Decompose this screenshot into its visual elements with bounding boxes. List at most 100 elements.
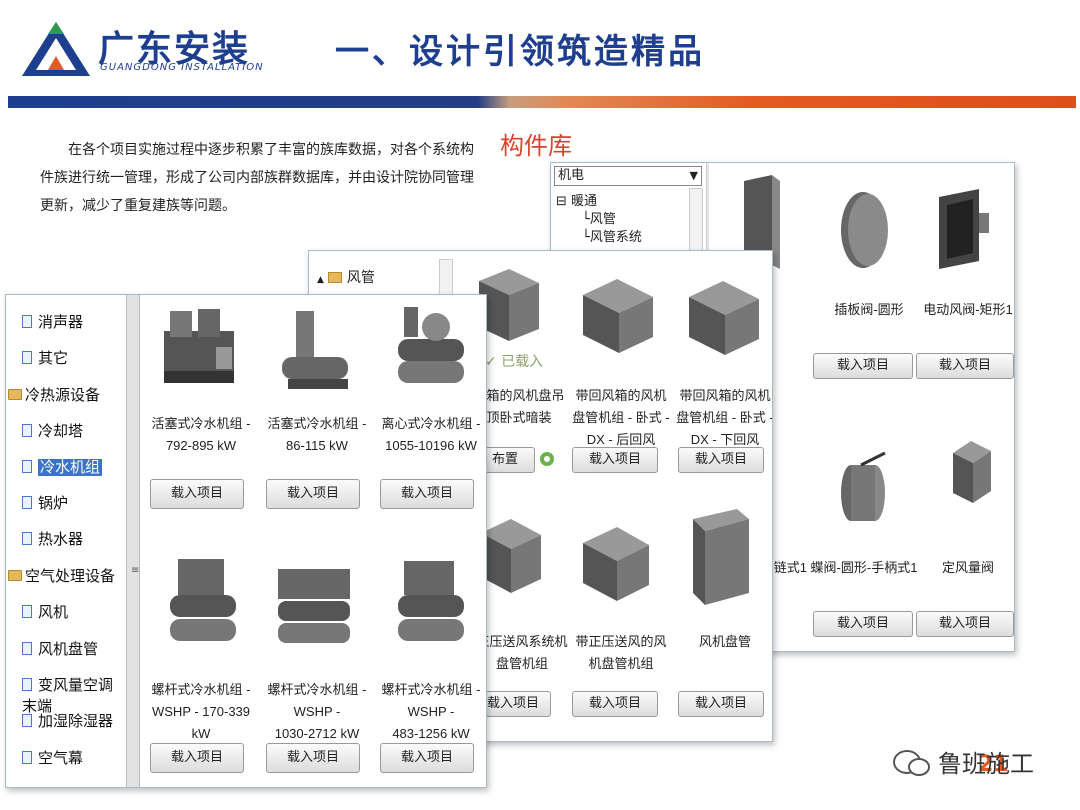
family-library-window-front: 消声器 其它 冷热源设备 冷却塔 冷水机组 锅炉 热水器 空气处理设备 风机 风… xyxy=(5,294,487,788)
family-file-icon xyxy=(22,751,32,764)
page-number: 21 xyxy=(978,752,1009,777)
list-item[interactable]: 消声器 xyxy=(22,311,83,332)
list-item[interactable]: 风机盘管 xyxy=(22,638,98,659)
list-item[interactable]: 风机 xyxy=(22,601,68,622)
list-item[interactable]: 冷却塔 xyxy=(22,420,83,441)
list-folder[interactable]: 空气处理设备 xyxy=(8,565,115,586)
load-project-button[interactable]: 载入项目 xyxy=(380,743,474,773)
family-file-icon xyxy=(22,714,32,727)
logo-triangle-icon xyxy=(22,22,90,76)
thumbnail-caption: 风机盘管 xyxy=(698,634,751,649)
dropdown-arrow-icon[interactable]: ▼ xyxy=(689,169,698,182)
thumbnail-caption: 电动风阀-矩形1 xyxy=(923,302,1013,317)
intro-paragraph: 在各个项目实施过程中逐步积累了丰富的族库数据，对各个系统构件族进行统一管理，形成… xyxy=(40,142,474,214)
load-project-button[interactable]: 载入项目 xyxy=(266,743,360,773)
thumbnail-caption: 定风量阀 xyxy=(941,560,994,575)
library-title: 构件库 xyxy=(500,132,572,160)
fan-coil-thumbnail-icon xyxy=(583,279,653,353)
tree-scrollbar[interactable] xyxy=(689,188,703,258)
tree-node-duct-system[interactable]: └风管系统 xyxy=(582,230,642,245)
list-item[interactable]: 空气幕 xyxy=(22,747,83,768)
load-project-button[interactable]: 载入项目 xyxy=(813,353,913,379)
list-folder[interactable]: 冷热源设备 xyxy=(8,384,100,405)
thumbnail-caption: 链式1 xyxy=(773,560,807,575)
screw-chiller-thumbnail-icon xyxy=(170,559,236,641)
family-file-icon xyxy=(22,424,32,437)
list-item[interactable]: 锅炉 xyxy=(22,492,68,513)
load-project-button[interactable]: 载入项目 xyxy=(916,353,1014,379)
load-project-button[interactable]: 载入项目 xyxy=(916,611,1014,637)
family-file-icon xyxy=(22,532,32,545)
load-project-button[interactable]: 载入项目 xyxy=(678,691,764,717)
family-file-icon xyxy=(22,642,32,655)
family-file-icon xyxy=(22,605,32,618)
fan-coil-thumbnail-icon xyxy=(583,527,649,601)
list-item[interactable]: 其它 xyxy=(22,347,68,368)
centrifugal-chiller-thumbnail-icon xyxy=(398,307,464,383)
header-divider-band xyxy=(8,96,1076,108)
load-project-button[interactable]: 载入项目 xyxy=(475,691,551,717)
logo-chinese-name: 广东安装 xyxy=(98,29,251,70)
list-item[interactable]: 热水器 xyxy=(22,528,83,549)
tree-node-hvac[interactable]: ⊟ 暖通 xyxy=(556,194,598,209)
load-project-button[interactable]: 载入项目 xyxy=(572,447,658,473)
wechat-icon xyxy=(893,750,930,776)
tree-node-duct[interactable]: └风管 xyxy=(582,212,616,227)
fan-coil-thumbnail-icon xyxy=(689,281,759,355)
logo-english-name: GUANGDONG INSTALLATION xyxy=(100,62,264,73)
thumbnail-caption: 插板阀-圆形 xyxy=(834,302,904,317)
category-dropdown-value: 机电 xyxy=(558,168,585,183)
tree-folder-duct[interactable]: ▲ 风管 xyxy=(317,270,375,286)
load-project-button[interactable]: 载入项目 xyxy=(266,479,360,509)
constant-air-valve-thumbnail-icon xyxy=(953,441,991,503)
family-file-icon xyxy=(22,678,32,691)
round-slide-damper-thumbnail-icon xyxy=(841,192,888,268)
folder-icon xyxy=(8,570,22,581)
pane-splitter[interactable]: ≡ xyxy=(126,295,140,787)
watermark-text: 鲁班施工 xyxy=(938,750,1034,778)
expand-arrow-icon[interactable]: ▲ xyxy=(317,275,324,285)
thumbnail-caption: 蝶阀-圆形-手柄式1 xyxy=(810,560,918,575)
list-item[interactable]: 变风量空调末端 xyxy=(22,677,114,715)
list-item[interactable]: 加湿除湿器 xyxy=(22,710,113,731)
thumbnail-caption: 离心式冷水机组 -1055-10196 kW xyxy=(381,416,481,453)
thumbnail-caption: 风箱的风机盘吊顶卧式暗装 xyxy=(473,388,565,425)
chiller-thumbnail-icon xyxy=(164,309,234,383)
load-project-button[interactable]: 载入项目 xyxy=(572,691,658,717)
thumbnail-caption: 螺杆式冷水机组 -WSHP -1030-2712 kW xyxy=(267,682,367,741)
list-item-selected[interactable]: 冷水机组 xyxy=(22,456,103,477)
loaded-status: ✓ 已载入 xyxy=(485,354,544,370)
thumbnail-caption: 带回风箱的风机盘管机组 - 卧式 - DX - 后回风 xyxy=(572,388,670,447)
page-title: 一、设计引领筑造精品 xyxy=(335,32,705,72)
damper-thumbnail-icon xyxy=(744,175,780,271)
screw-chiller-thumbnail-icon xyxy=(398,561,464,641)
folder-icon xyxy=(8,389,22,400)
family-file-icon xyxy=(22,496,32,509)
chiller-thumbnail-icon xyxy=(282,311,348,389)
fan-coil-panel-thumbnail-icon xyxy=(693,509,749,605)
load-project-button[interactable]: 载入项目 xyxy=(813,611,913,637)
tree-scrollbar[interactable] xyxy=(439,259,453,297)
thumbnail-caption: 带回风箱的风机盘管机组 - 卧式 - DX - 下回风 xyxy=(676,388,773,447)
thumbnail-caption: 活塞式冷水机组 -792-895 kW xyxy=(151,416,251,453)
folder-icon xyxy=(328,272,343,283)
category-dropdown[interactable]: 机电 ▼ xyxy=(554,166,702,186)
load-project-button[interactable]: 载入项目 xyxy=(150,479,244,509)
load-project-button[interactable]: 载入项目 xyxy=(380,479,474,509)
refresh-icon[interactable] xyxy=(539,451,555,467)
load-project-button[interactable]: 载入项目 xyxy=(678,447,764,473)
company-logo: 广东安装 GUANGDONG INSTALLATION xyxy=(18,18,268,80)
family-file-icon xyxy=(22,315,32,328)
thumbnail-caption: 带正压送风的风机盘管机组 xyxy=(575,634,667,671)
splitter-grip-icon: ≡ xyxy=(131,565,140,576)
electric-damper-thumbnail-icon xyxy=(939,189,989,269)
thumbnail-caption: 活塞式冷水机组 -86-115 kW xyxy=(267,416,367,453)
family-category-list: 消声器 其它 冷热源设备 冷却塔 冷水机组 锅炉 热水器 空气处理设备 风机 风… xyxy=(6,295,126,787)
category-tree: ⊟ 暖通 └风管 └风管系统 xyxy=(556,193,642,247)
screw-chiller-thumbnail-icon xyxy=(278,569,350,643)
load-project-button[interactable]: 载入项目 xyxy=(150,743,244,773)
family-file-icon xyxy=(22,460,32,473)
family-file-icon xyxy=(22,351,32,364)
thumbnail-caption: 正压送风系统机盘管机组 xyxy=(476,634,568,671)
